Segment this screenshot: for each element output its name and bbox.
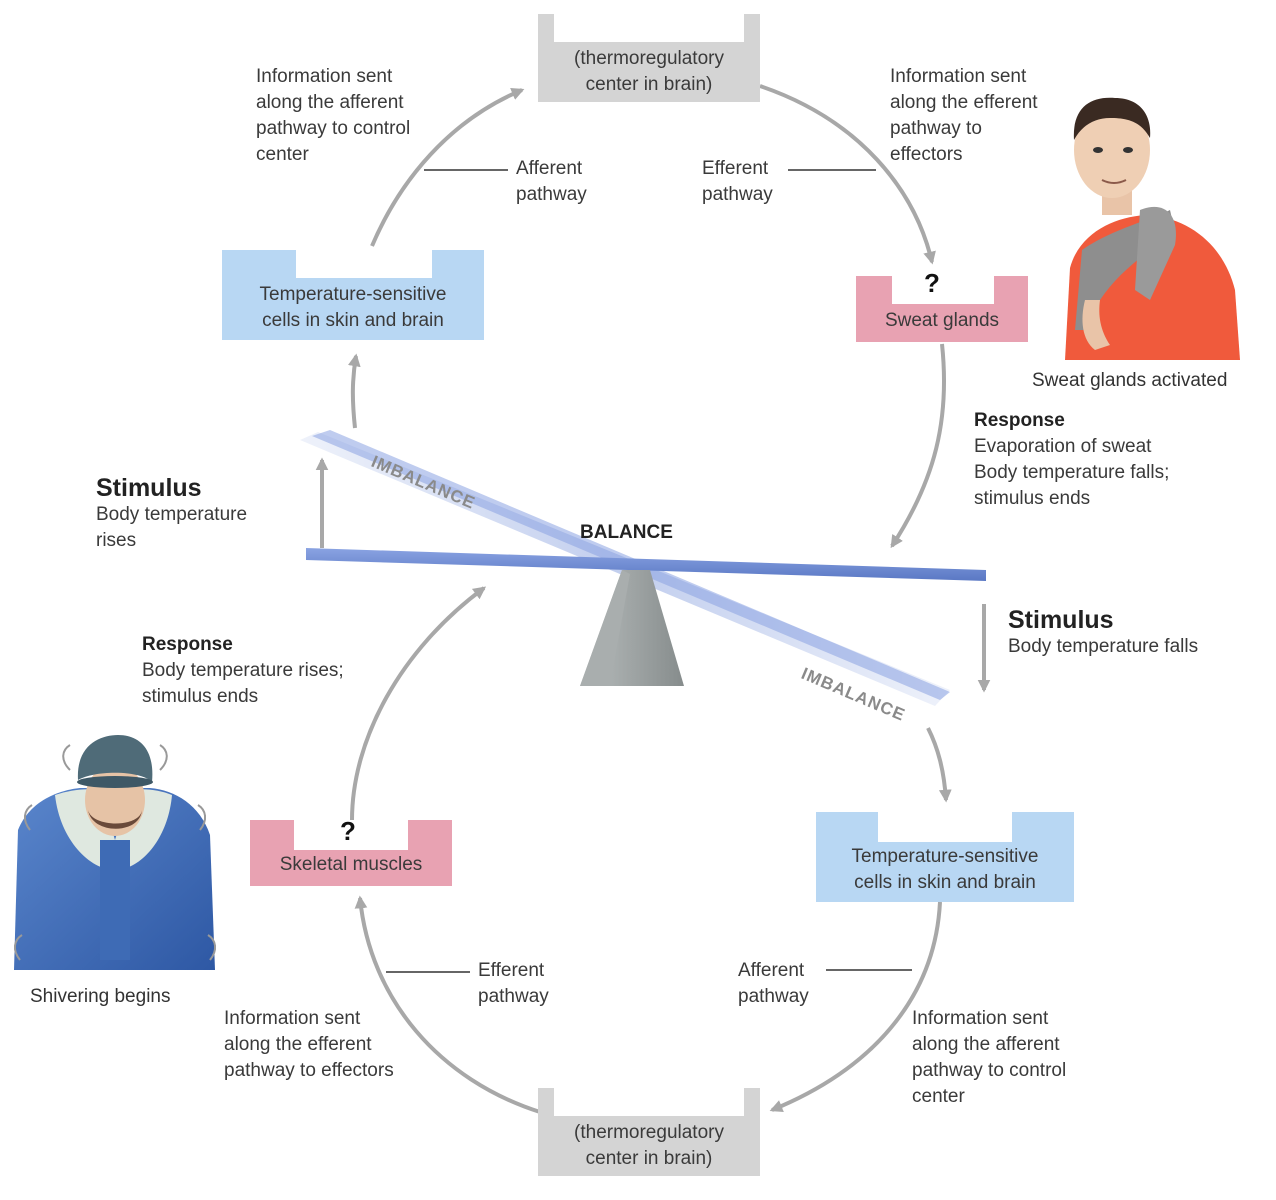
effector-bottom-question: ? <box>340 816 356 846</box>
effector-top-label: Sweat glands <box>884 310 1000 331</box>
stimulus-up-arrow-top <box>348 353 361 429</box>
stimulus-text-top: Body temperature rises <box>96 504 248 551</box>
afferent-info-bottom: Information sent along the afferent path… <box>912 1008 1067 1107</box>
control-center-top: (thermoregulatory center in brain) <box>538 14 760 102</box>
efferent-info-bottom: Information sent along the efferent path… <box>224 1008 394 1081</box>
shivering-man-illustration <box>14 735 216 970</box>
sweat-caption: Sweat glands activated <box>1032 370 1228 391</box>
response-text-bottom: Body temperature rises; stimulus ends <box>142 660 344 707</box>
afferent-arrow-top <box>370 88 525 247</box>
response-arrow-bottom <box>350 586 487 821</box>
receptor-top-label: Temperature-sensitive cells in skin and … <box>259 284 447 331</box>
receptor-bottom: Temperature-sensitive cells in skin and … <box>816 812 1074 902</box>
stimulus-down-arrow-bottom <box>926 727 952 803</box>
efferent-label-top: Efferent pathway <box>702 158 773 205</box>
stimulus-title-top: Stimulus <box>96 474 202 502</box>
efferent-arrow-top <box>759 84 936 265</box>
balance-label: BALANCE <box>580 522 673 543</box>
balance-beam <box>306 548 986 581</box>
sweating-man-illustration <box>1065 97 1240 360</box>
afferent-label-top: Afferent pathway <box>516 158 587 205</box>
control-center-bottom: (thermoregulatory center in brain) <box>538 1088 760 1176</box>
response-title-bottom: Response <box>142 634 233 655</box>
efferent-arrow-bottom <box>354 895 541 1114</box>
stimulus-text-bottom: Body temperature falls <box>1008 636 1199 657</box>
effector-bottom-label: Skeletal muscles <box>279 854 423 875</box>
control-center-bottom-label: (thermoregulatory center in brain) <box>574 1122 724 1169</box>
seesaw <box>300 430 986 706</box>
effector-bottom: Skeletal muscles <box>250 820 452 886</box>
afferent-info-top: Information sent along the afferent path… <box>256 66 411 165</box>
afferent-label-bottom: Afferent pathway <box>738 960 809 1007</box>
response-text-top: Evaporation of sweat Body temperature fa… <box>974 436 1170 509</box>
receptor-top: Temperature-sensitive cells in skin and … <box>222 250 484 340</box>
shiver-caption: Shivering begins <box>30 986 171 1007</box>
effector-top-question: ? <box>924 268 940 298</box>
efferent-label-bottom: Efferent pathway <box>478 960 549 1007</box>
stimulus-title-bottom: Stimulus <box>1008 606 1114 634</box>
response-arrow-top <box>890 343 946 549</box>
efferent-info-top: Information sent along the efferent path… <box>890 66 1038 165</box>
receptor-bottom-label: Temperature-sensitive cells in skin and … <box>851 846 1039 893</box>
response-title-top: Response <box>974 410 1065 431</box>
afferent-arrow-bottom <box>769 901 942 1113</box>
control-center-top-label: (thermoregulatory center in brain) <box>574 48 724 95</box>
effector-top: Sweat glands <box>856 276 1028 342</box>
